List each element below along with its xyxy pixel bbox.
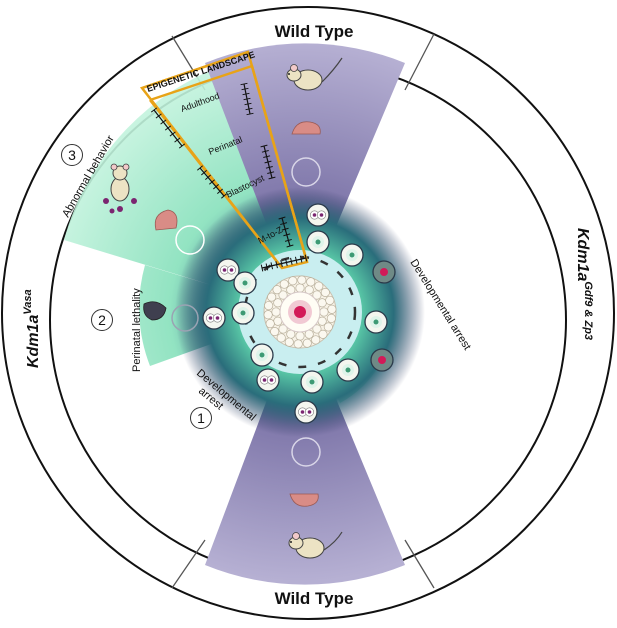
oocyte-icon <box>370 348 394 372</box>
blastocyst-icon <box>171 157 321 467</box>
divider-line <box>171 539 206 589</box>
oocyte-icon <box>372 260 396 284</box>
oocyte-icon <box>300 370 324 394</box>
kdm1a-gdf9-zp3-title: Kdm1aGdf9 & Zp3 <box>574 228 594 340</box>
bottom-wild-type-title: Wild Type <box>275 589 354 608</box>
pup-icon <box>289 493 319 507</box>
mouse-icon <box>103 163 137 214</box>
two-cell-embryo-icon <box>294 400 318 424</box>
marker-one: 1 <box>190 407 212 429</box>
oocyte-icon <box>364 310 388 334</box>
divider-line <box>404 33 435 91</box>
center-dashed-ring <box>243 255 357 369</box>
svg-text:1: 1 <box>197 410 205 426</box>
oocyte-icon <box>250 343 274 367</box>
mouse-icon <box>286 57 343 91</box>
kdm1a-vasa-title: Kdm1aVasa <box>22 289 42 368</box>
divider-line <box>404 539 435 589</box>
two-cell-embryo-icon <box>216 258 240 282</box>
pup-icon <box>291 121 321 135</box>
wild-type-top-sector <box>205 43 405 313</box>
perinatal-lethality-label: Perinatal lethality <box>131 288 143 372</box>
svg-text:2: 2 <box>98 312 106 328</box>
central-oocyte-icon <box>263 275 337 349</box>
two-cell-embryo-icon <box>256 368 280 392</box>
embryo-cells <box>202 203 396 424</box>
marker-two: 2 <box>91 309 113 331</box>
oocyte-icon <box>340 243 364 267</box>
oocyte-icon <box>336 358 360 382</box>
marker-three: 3 <box>61 144 83 166</box>
epigenetic-landscape-box <box>139 50 309 270</box>
dead-pup-icon <box>143 301 167 321</box>
pup-icon <box>154 209 178 231</box>
oocyte-icon <box>306 230 330 254</box>
two-cell-embryo-icon <box>202 306 226 330</box>
oocyte-icon <box>233 271 257 295</box>
svg-text:3: 3 <box>68 147 76 163</box>
wild-type-bottom-sector <box>205 312 405 585</box>
mouse-icon <box>288 531 343 559</box>
two-cell-embryo-icon <box>306 203 330 227</box>
oocyte-icon <box>231 301 255 325</box>
top-wild-type-title: Wild Type <box>275 22 354 41</box>
